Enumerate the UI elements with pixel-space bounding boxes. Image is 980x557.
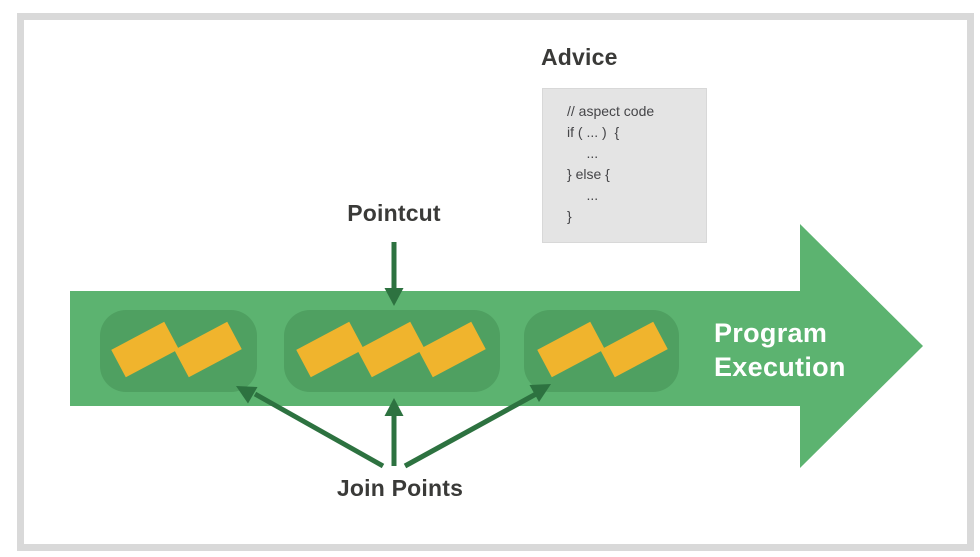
join-point-group-3	[524, 310, 679, 392]
join-point-marker	[537, 321, 605, 378]
join-point-group-2	[284, 310, 500, 392]
diagram-border	[17, 13, 974, 551]
code-line: } else {	[567, 166, 610, 182]
join-point-marker	[296, 321, 364, 378]
program-execution-label: Program Execution	[714, 316, 846, 384]
code-line: if ( ... ) {	[567, 124, 620, 140]
program-execution-line2: Execution	[714, 352, 846, 382]
code-line: }	[567, 208, 572, 224]
join-point-group-1	[100, 310, 257, 392]
code-line: // aspect code	[567, 103, 655, 119]
code-line: ...	[567, 187, 599, 203]
program-execution-line1: Program	[714, 318, 828, 348]
join-points-label: Join Points	[336, 475, 464, 501]
join-point-marker	[357, 321, 425, 378]
join-point-marker	[174, 321, 242, 378]
advice-label: Advice	[541, 44, 618, 70]
join-point-marker	[600, 321, 668, 378]
code-line: ...	[567, 145, 599, 161]
join-point-marker	[418, 321, 486, 378]
join-point-marker	[111, 321, 179, 378]
advice-code-box: // aspect code if ( ... ) { ... } else {…	[542, 88, 707, 243]
pointcut-label: Pointcut	[347, 200, 441, 226]
